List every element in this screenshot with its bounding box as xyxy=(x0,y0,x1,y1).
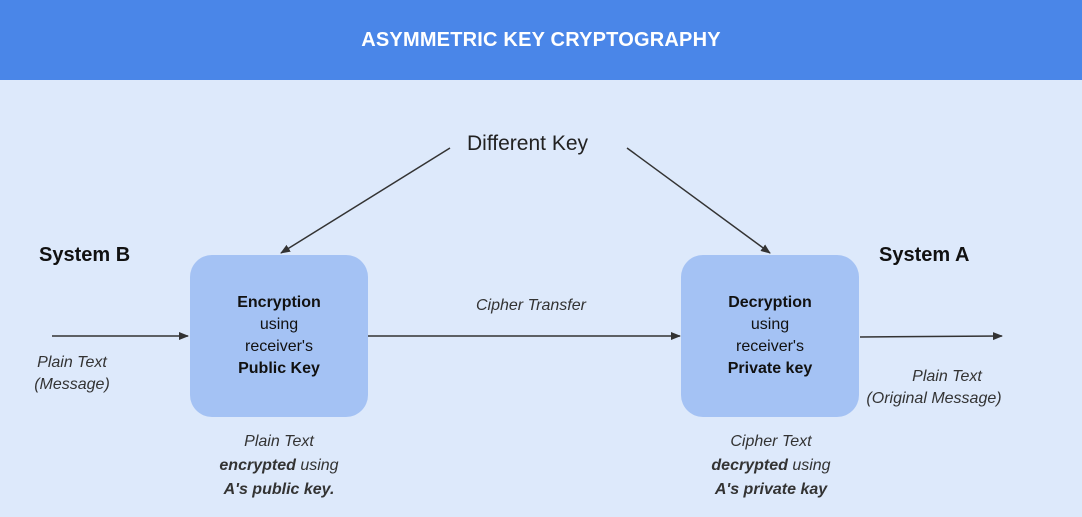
encryption-caption-verb: encrypted xyxy=(219,457,296,474)
decryption-caption-line3: A's private kay xyxy=(714,481,828,498)
system-a-label: System A xyxy=(879,244,970,266)
input-text-line1: Plain Text xyxy=(37,354,107,371)
header-bar: ASYMMETRIC KEY CRYPTOGRAPHY xyxy=(0,0,1082,80)
key-to-encryption-arrow xyxy=(280,147,451,254)
encryption-caption-line1: Plain Text xyxy=(244,433,314,450)
output-arrow xyxy=(859,332,1003,341)
input-text-line2: (Message) xyxy=(34,376,110,393)
encryption-caption-line3: A's public key. xyxy=(223,481,335,498)
encryption-key: Public Key xyxy=(238,360,320,377)
decryption-caption-line2: decrypted using xyxy=(676,454,866,478)
encryption-caption-using: using xyxy=(295,457,339,474)
encryption-receiver: receiver's xyxy=(245,338,313,355)
output-plain-text: Plain Text (Original Message) xyxy=(848,366,1020,410)
system-b-label: System B xyxy=(39,244,131,266)
output-text-line2: (Original Message) xyxy=(866,390,1002,407)
decryption-using: using xyxy=(750,316,790,333)
encryption-caption: Plain Text encrypted using A's public ke… xyxy=(184,430,374,502)
key-label: Different Key xyxy=(467,132,589,155)
decryption-receiver: receiver's xyxy=(736,338,804,355)
decryption-caption-line1: Cipher Text xyxy=(730,433,812,450)
decryption-caption: Cipher Text decrypted using A's private … xyxy=(676,430,866,502)
decryption-title: Decryption xyxy=(728,294,812,311)
encryption-title: Encryption xyxy=(237,294,321,311)
decryption-box: Decryption using receiver's Private key xyxy=(681,255,859,417)
output-text-line1: Plain Text xyxy=(912,368,982,385)
encryption-caption-line2: encrypted using xyxy=(184,454,374,478)
input-plain-text: Plain Text (Message) xyxy=(18,352,126,396)
diagram-title: ASYMMETRIC KEY CRYPTOGRAPHY xyxy=(361,28,721,51)
encryption-using: using xyxy=(259,316,299,333)
decryption-caption-verb: decrypted xyxy=(711,457,788,474)
decryption-key: Private key xyxy=(727,360,813,377)
key-to-decryption-arrow xyxy=(626,147,771,254)
decryption-caption-using: using xyxy=(787,457,831,474)
encryption-box: Encryption using receiver's Public Key xyxy=(190,255,368,417)
transfer-label: Cipher Transfer xyxy=(476,297,586,314)
